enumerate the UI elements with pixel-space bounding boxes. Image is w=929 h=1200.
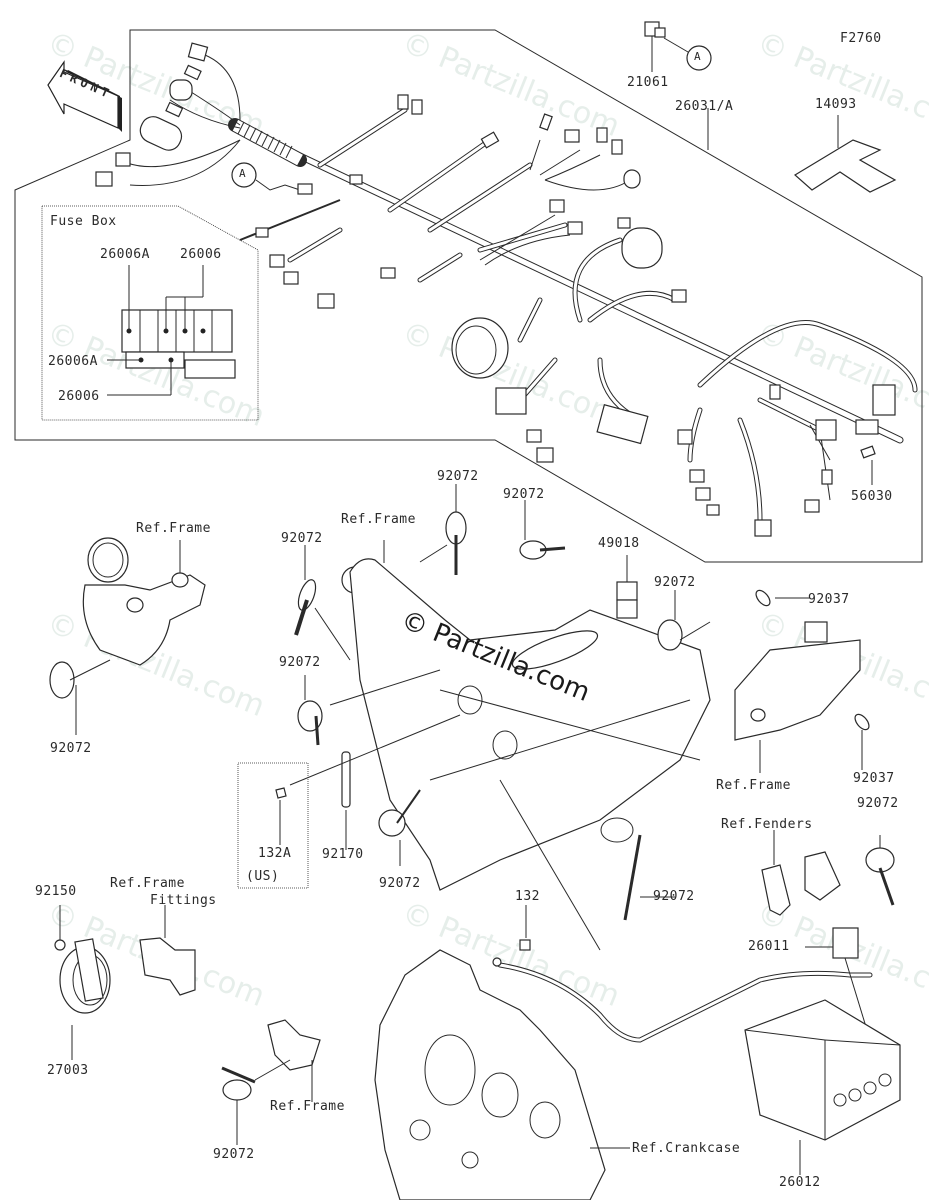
us-only-box bbox=[237, 762, 309, 889]
central-frame bbox=[341, 540, 711, 891]
part-label-92072[interactable]: 92072 bbox=[379, 876, 421, 891]
part-label-14093[interactable]: 14093 bbox=[815, 97, 857, 112]
frame-bottom-bracket bbox=[221, 1019, 321, 1145]
ref-frame-label[interactable]: Ref.Frame bbox=[341, 512, 416, 527]
part-21061-relay bbox=[644, 21, 712, 72]
part-label-56030[interactable]: 56030 bbox=[851, 489, 893, 504]
part-label-92170[interactable]: 92170 bbox=[322, 847, 364, 862]
clamp-group-center bbox=[275, 484, 711, 951]
part-14093-plate bbox=[793, 115, 897, 193]
region-label-us: (US) bbox=[246, 869, 280, 884]
ref-fenders-label[interactable]: Ref.Fenders bbox=[721, 817, 813, 832]
part-label-92072[interactable]: 92072 bbox=[279, 655, 321, 670]
callout-a-label: A bbox=[694, 50, 702, 63]
part-label-92072[interactable]: 92072 bbox=[437, 469, 479, 484]
fuse-label: 26006A bbox=[100, 247, 150, 262]
ref-frame-label[interactable]: Ref.Frame bbox=[270, 1099, 345, 1114]
fenders-part bbox=[761, 830, 895, 916]
fuse-box-title: Fuse Box bbox=[50, 214, 117, 229]
front-arrow-icon bbox=[47, 60, 122, 132]
part-label-92072[interactable]: 92072 bbox=[654, 575, 696, 590]
part-label-92072[interactable]: 92072 bbox=[50, 741, 92, 756]
ref-frame-label[interactable]: Ref.Frame bbox=[136, 521, 211, 536]
part-label-92072[interactable]: 92072 bbox=[653, 889, 695, 904]
fuse-label: 26006A bbox=[48, 354, 98, 369]
callout-a-harness bbox=[231, 162, 313, 195]
horn-27003 bbox=[54, 905, 196, 1060]
part-label-132a[interactable]: 132A bbox=[258, 846, 292, 861]
part-label-92072[interactable]: 92072 bbox=[213, 1147, 255, 1162]
battery-26012 bbox=[744, 999, 901, 1175]
part-label-21061[interactable]: 21061 bbox=[627, 75, 669, 90]
part-label-92037[interactable]: 92037 bbox=[808, 592, 850, 607]
battery-ground-cable bbox=[492, 957, 873, 1043]
fuse-box-frame bbox=[41, 205, 259, 421]
part-label-92150[interactable]: 92150 bbox=[35, 884, 77, 899]
ref-frame-fittings-label[interactable]: Fittings bbox=[150, 893, 217, 908]
part-label-92072[interactable]: 92072 bbox=[503, 487, 545, 502]
harness-connectors bbox=[95, 42, 896, 537]
fuse-label: 26006 bbox=[180, 247, 222, 262]
ref-crankcase-label[interactable]: Ref.Crankcase bbox=[632, 1141, 741, 1156]
part-label-26011[interactable]: 26011 bbox=[748, 939, 790, 954]
callout-a-label: A bbox=[239, 167, 247, 180]
part-label-27003[interactable]: 27003 bbox=[47, 1063, 89, 1078]
part-label-49018[interactable]: 49018 bbox=[598, 536, 640, 551]
frame-head-bracket bbox=[49, 537, 206, 735]
ref-frame-label[interactable]: Ref.Frame bbox=[716, 778, 791, 793]
ref-frame-fittings-label[interactable]: Ref.Frame bbox=[110, 876, 185, 891]
fuse-label: 26006 bbox=[58, 389, 100, 404]
part-label-26012[interactable]: 26012 bbox=[779, 1175, 821, 1190]
part-label-26031a[interactable]: 26031/A bbox=[675, 99, 734, 114]
harness-group-frame bbox=[14, 29, 923, 563]
part-label-132[interactable]: 132 bbox=[515, 889, 540, 904]
frame-right-bracket bbox=[734, 589, 870, 773]
main-wiring-harness bbox=[119, 54, 918, 523]
fuse-box-diagram bbox=[107, 265, 236, 396]
part-label-92037[interactable]: 92037 bbox=[853, 771, 895, 786]
part-label-92072[interactable]: 92072 bbox=[281, 531, 323, 546]
figure-code: F2760 bbox=[840, 31, 882, 46]
part-label-92072[interactable]: 92072 bbox=[857, 796, 899, 811]
crankcase bbox=[374, 905, 630, 1200]
